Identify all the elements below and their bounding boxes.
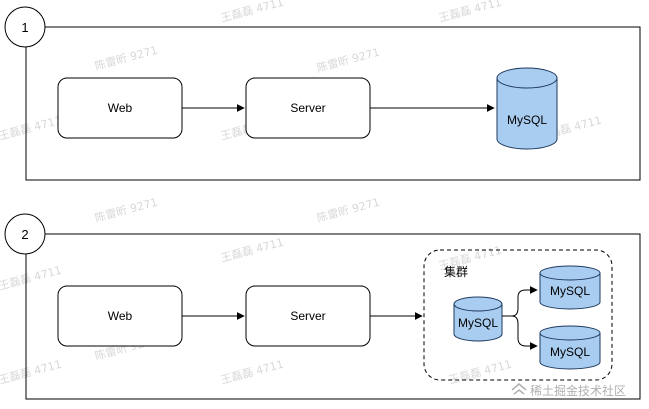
credit-watermark: 稀土掘金技术社区 (511, 383, 626, 398)
watermark-text: 陈雷昕 9271 (93, 43, 159, 73)
watermark-text: 王磊磊 4711 (437, 0, 503, 25)
cluster-replica-1-database-icon (539, 265, 601, 310)
watermark-text: 王磊磊 4711 (219, 0, 285, 25)
cluster-replica-2-database-icon (539, 325, 601, 370)
panel-1-number-badge (4, 6, 46, 48)
replication-arrow-top (502, 286, 538, 317)
watermark-text: 王磊磊 4711 (219, 236, 285, 265)
watermark-text: 王磊磊 4711 (0, 114, 63, 143)
cluster-boundary (423, 249, 613, 381)
panel-2-web-label: Web (108, 309, 133, 323)
panel-1-number: 1 (21, 20, 28, 35)
panel-1-frame (25, 26, 641, 181)
juejin-logo-icon (511, 383, 527, 395)
cluster-replica-1-label: MySQL (550, 284, 590, 298)
cluster-title: 集群 (444, 264, 468, 279)
panel-1-server-label: Server (290, 101, 325, 115)
panel-2: 2 Web Server 集群 MySQL MySQL (4, 213, 641, 400)
watermark-text: 陈雷昕 9271 (93, 195, 159, 225)
replication-arrow-bottom (502, 315, 538, 350)
panel-1: 1 Web Server MySQL (4, 6, 641, 181)
panel-2-number-badge (4, 213, 46, 255)
panel-2-server-label: Server (290, 309, 325, 323)
panel-1-web-label: Web (108, 101, 133, 115)
credit-text: 稀土掘金技术社区 (530, 383, 626, 398)
mysql-cluster: 集群 MySQL MySQL MySQL (423, 249, 613, 381)
watermark-text: 王磊磊 4711 (447, 358, 513, 387)
watermark-text: 王磊磊 4711 (0, 264, 63, 293)
panel-2-number: 2 (21, 227, 28, 242)
panel-1-mysql-label: MySQL (507, 113, 547, 127)
panel-2-frame (25, 233, 641, 400)
panel-1-mysql-database-icon (496, 67, 558, 150)
watermark-text: 王磊磊 4711 (0, 358, 63, 387)
cluster-master-label: MySQL (458, 316, 498, 330)
watermark-text: 陈雷昕 9271 (315, 45, 381, 75)
watermark-text: 陈雷昕 9271 (315, 195, 381, 225)
cluster-replica-2-label: MySQL (550, 345, 590, 359)
cluster-master-database-icon (453, 296, 503, 342)
watermark-text: 王磊磊 4711 (219, 358, 285, 387)
